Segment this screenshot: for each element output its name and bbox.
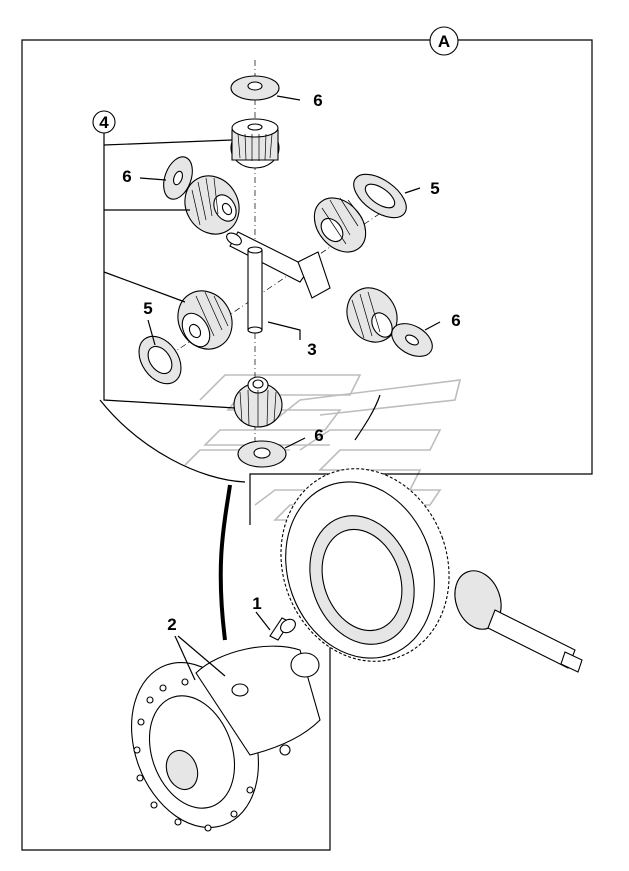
thrust-washer-left-upper bbox=[163, 156, 193, 200]
callout-labels: 6 4 6 5 5 6 3 6 1 2 bbox=[92, 91, 461, 634]
differential-case bbox=[131, 645, 321, 832]
callout-5-right: 5 bbox=[430, 179, 439, 198]
thrust-washer-right-upper bbox=[353, 173, 407, 219]
thrust-washer-right-lower bbox=[391, 323, 433, 357]
pinion-gear-right-lower bbox=[346, 287, 398, 343]
watermark-logo bbox=[184, 374, 462, 521]
callout-4: 4 bbox=[99, 113, 109, 132]
drive-pinion bbox=[454, 570, 583, 673]
callout-6-left: 6 bbox=[122, 167, 131, 186]
callout-4-circle bbox=[92, 110, 116, 134]
pinion-gear-bottom bbox=[233, 376, 283, 428]
callout-6-top: 6 bbox=[313, 91, 322, 110]
thrust-washer-top bbox=[230, 75, 280, 101]
thrust-washer-left-lower bbox=[138, 335, 182, 385]
side-gear-left-lower bbox=[177, 290, 233, 350]
pinion-gear-top bbox=[230, 118, 280, 169]
side-gear-left-upper bbox=[184, 175, 240, 235]
detail-frame-a: A bbox=[21, 26, 593, 851]
callout-3: 3 bbox=[307, 340, 316, 359]
case-bolt bbox=[269, 617, 296, 641]
callout-2: 2 bbox=[167, 615, 176, 634]
cross-shaft bbox=[226, 231, 331, 334]
side-gear-right-upper bbox=[313, 197, 367, 253]
ring-gear bbox=[280, 468, 450, 662]
detail-marker-label: A bbox=[438, 32, 450, 51]
callout-1: 1 bbox=[252, 594, 261, 613]
callout-6-bottom: 6 bbox=[314, 426, 323, 445]
thrust-washer-bottom bbox=[237, 440, 287, 468]
leader-lines bbox=[103, 95, 441, 681]
callout-6-right: 6 bbox=[451, 311, 460, 330]
callout-5-left: 5 bbox=[143, 299, 152, 318]
